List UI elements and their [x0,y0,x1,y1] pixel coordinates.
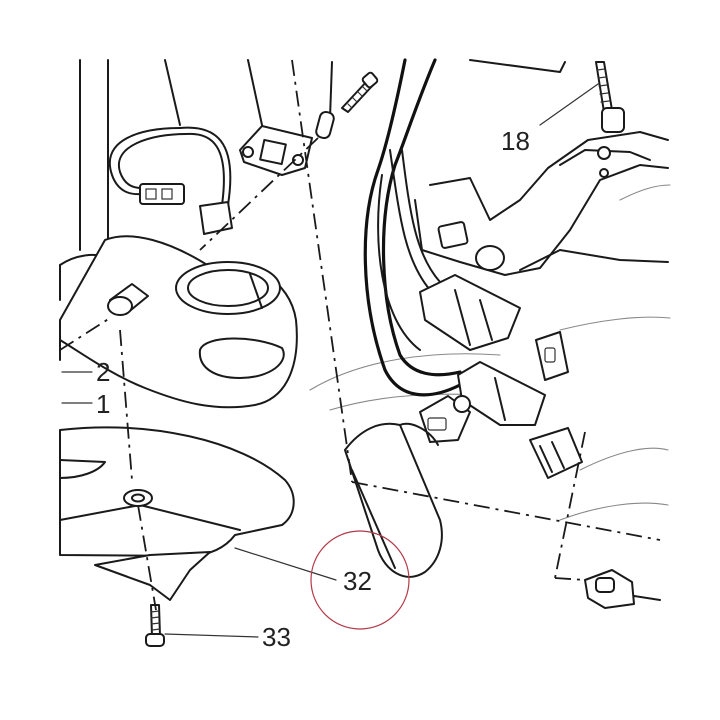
spacer-bushing [107,283,149,316]
callout-18: 18 [501,126,530,156]
fork-tube [59,59,109,301]
leader-18 [539,83,599,126]
frame-tube-lower [344,422,443,578]
cable-clamp [584,569,661,609]
frame-bracket [414,59,669,276]
wiring-harness [363,58,462,397]
clip-lower [529,427,583,479]
steering-yoke [59,235,298,409]
assembly-guide-lines [59,59,661,611]
clip-upper [535,331,569,381]
highlight-circle [310,530,410,630]
screw-33 [145,604,165,647]
harness-connectors [419,274,546,443]
callout-32: 32 [343,566,372,596]
frame-background-contours [309,184,671,521]
sensor-wire [108,59,233,235]
fender-part-32 [59,426,295,601]
pin-and-screw [315,61,379,140]
callout-33: 33 [262,622,291,652]
sensor-bracket [239,59,313,176]
callout-1: 1 [96,389,110,419]
leader-lines [61,371,337,638]
callout-2: 2 [96,357,110,387]
bolt-18 [595,61,625,133]
